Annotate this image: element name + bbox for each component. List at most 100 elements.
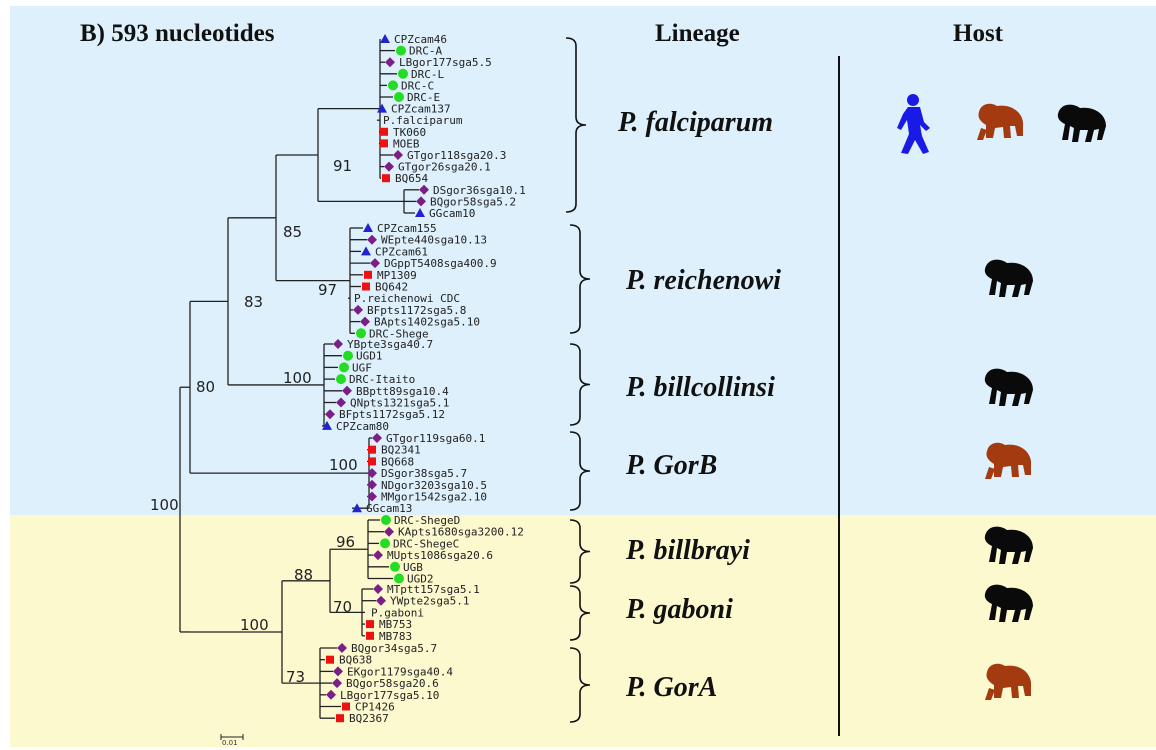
- bootstrap-1: 80: [196, 378, 215, 396]
- brace-billbrayi: [569, 519, 591, 584]
- taxon-53-label: BQ638: [339, 654, 372, 667]
- silhouette-head: [987, 527, 1003, 541]
- taxon-53-square-marker: [326, 655, 334, 664]
- chimpanzee-icon-black: [984, 368, 1033, 406]
- gorilla-icon-brown: [985, 663, 1031, 700]
- bootstrap-9: 88: [294, 566, 313, 584]
- taxon-41-label: DRC-ShegeD: [394, 514, 460, 527]
- taxon-8-square-marker: [380, 127, 388, 136]
- taxon-13-label: DSgor36sga10.1: [433, 184, 526, 197]
- taxon-48-diamond-marker: [376, 595, 386, 606]
- taxon-21-square-marker: [362, 282, 370, 291]
- taxon-5-label: DRC-E: [407, 91, 440, 104]
- silhouette-head: [1060, 105, 1076, 119]
- taxon-19-label: DGppT5408sga400.9: [384, 257, 497, 270]
- taxon-13-diamond-marker: [419, 184, 429, 195]
- scale-bar-label: 0.01: [222, 739, 238, 747]
- taxon-24-label: BApts1402sga5.10: [374, 316, 480, 329]
- bootstrap-11: 70: [333, 598, 352, 616]
- taxon-3-circle-marker: [398, 68, 408, 79]
- taxon-33-triangle-marker: [322, 420, 332, 430]
- taxon-33-label: CPZcam80: [336, 420, 389, 433]
- taxon-44-diamond-marker: [373, 550, 383, 561]
- taxon-23-diamond-marker: [353, 304, 363, 315]
- brace-gorb: [569, 431, 591, 511]
- taxon-45-circle-marker: [390, 561, 400, 572]
- taxon-46-label: UGD2: [407, 573, 434, 586]
- taxon-31-diamond-marker: [336, 397, 346, 408]
- brace-gora: [569, 647, 591, 723]
- taxon-0-label: CPZcam46: [394, 33, 447, 46]
- taxon-51-square-marker: [366, 631, 374, 640]
- taxon-0-triangle-marker: [380, 34, 390, 43]
- bootstrap-3: 85: [283, 223, 302, 241]
- taxon-27-circle-marker: [343, 350, 353, 361]
- bootstrap-12: 73: [286, 668, 305, 686]
- taxon-28-circle-marker: [339, 362, 349, 373]
- taxon-54-diamond-marker: [333, 666, 343, 677]
- taxon-12-square-marker: [382, 174, 390, 183]
- chimpanzee-icon-black: [984, 259, 1033, 297]
- taxon-6-label: CPZcam137: [391, 103, 451, 116]
- brace-falciparum: [565, 37, 587, 213]
- taxon-32-label: BFpts1172sga5.12: [339, 408, 445, 421]
- silhouette-body: [897, 107, 930, 154]
- taxon-21-label: BQ642: [375, 281, 408, 294]
- host-header: Host: [953, 20, 1003, 47]
- taxon-52-diamond-marker: [337, 643, 347, 653]
- taxon-29-circle-marker: [336, 374, 346, 385]
- taxon-9-square-marker: [380, 139, 388, 148]
- taxon-29-label: DRC-Itaito: [349, 373, 415, 386]
- taxon-25-label: DRC-Shege: [369, 327, 429, 340]
- taxon-47-diamond-marker: [373, 584, 383, 594]
- taxon-45-label: UGB: [403, 561, 423, 574]
- brace-reichenowi: [569, 224, 591, 334]
- taxon-42-label: KApts1680sga3200.12: [398, 526, 524, 539]
- taxon-54-label: EKgor1179sga40.4: [347, 665, 453, 678]
- silhouette-head: [988, 665, 1004, 679]
- bootstrap-2: 83: [244, 293, 263, 311]
- taxon-6-triangle-marker: [377, 103, 387, 113]
- taxon-50-square-marker: [366, 620, 374, 629]
- lineage-label-billcollinsi: P. billcollinsi: [626, 372, 775, 403]
- taxon-41-circle-marker: [381, 515, 391, 525]
- taxon-39-label: MMgor1542sga2.10: [381, 491, 487, 504]
- taxon-32-diamond-marker: [325, 409, 335, 420]
- taxon-31-label: QNpts1321sga5.1: [350, 397, 449, 410]
- silhouette-head: [988, 444, 1004, 458]
- taxon-17-diamond-marker: [367, 234, 377, 245]
- taxon-22-label: P.reichenowi CDC: [354, 292, 460, 305]
- silhouette-part: [985, 688, 995, 700]
- bootstrap-6: 100: [283, 369, 312, 387]
- taxon-36-square-marker: [368, 457, 376, 466]
- brace-gaboni: [569, 585, 591, 641]
- silhouette-head: [987, 260, 1003, 274]
- taxon-4-circle-marker: [388, 80, 398, 91]
- taxon-40-triangle-marker: [352, 503, 362, 513]
- taxon-50-label: MB753: [379, 618, 412, 631]
- lineage-label-gaboni: P. gaboni: [626, 594, 733, 625]
- gorilla-icon-brown: [985, 442, 1031, 479]
- taxon-49-label: P.gaboni: [371, 606, 424, 619]
- bootstrap-8: 100: [240, 616, 269, 634]
- taxon-35-label: BQ2341: [381, 444, 421, 457]
- taxon-55-diamond-marker: [332, 678, 342, 689]
- taxon-18-label: CPZcam61: [375, 245, 428, 258]
- taxon-19-diamond-marker: [370, 258, 380, 269]
- taxon-42-diamond-marker: [384, 526, 394, 537]
- taxon-16-triangle-marker: [363, 223, 373, 232]
- bootstrap-0: 100: [150, 496, 179, 514]
- lineage-label-falciparum: P. falciparum: [618, 107, 774, 138]
- upper-background-band: [10, 6, 1156, 515]
- taxon-48-label: YWpte2sga5.1: [390, 595, 469, 608]
- taxon-25-circle-marker: [356, 328, 366, 339]
- taxon-47-label: MTptt157sga5.1: [387, 583, 480, 596]
- taxon-30-label: BBptt89sga10.4: [356, 385, 449, 398]
- taxon-57-label: CP1426: [355, 701, 395, 714]
- host-column-divider: [838, 56, 840, 736]
- lineage-label-reichenowi: P. reichenowi: [626, 265, 782, 296]
- taxon-27-label: UGD1: [356, 350, 383, 363]
- human-icon: [897, 94, 930, 154]
